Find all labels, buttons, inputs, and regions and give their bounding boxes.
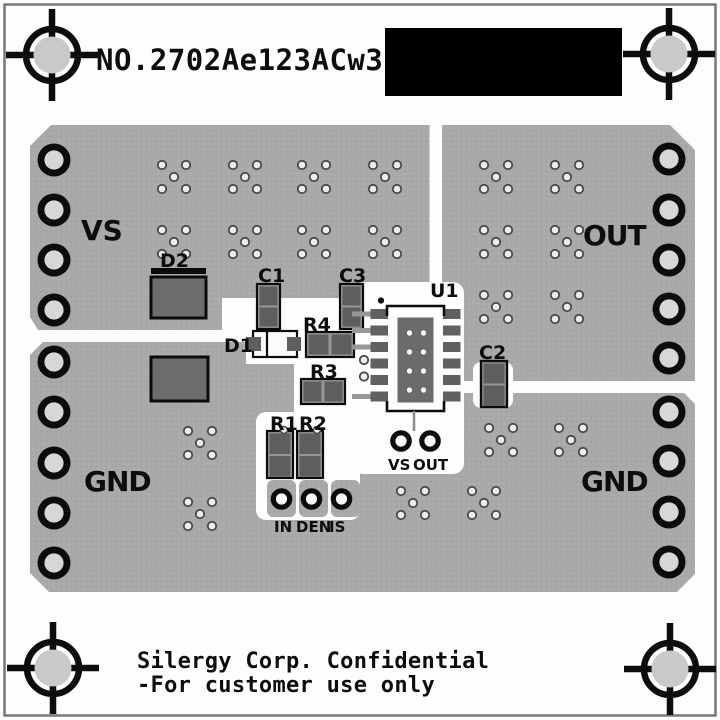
through-hole-pad	[37, 496, 71, 530]
testpoint-vs	[393, 433, 409, 449]
d2-cathode-bar	[151, 268, 206, 274]
tp-label-vs: VS	[388, 456, 410, 474]
through-hole-pad	[652, 495, 686, 529]
u1-outline	[385, 304, 446, 413]
through-hole-pad	[652, 341, 686, 375]
through-hole-pad	[652, 142, 686, 176]
through-hole-pad	[37, 345, 71, 379]
through-hole-pad	[37, 193, 71, 227]
fiducial-top-right	[623, 8, 715, 100]
region-label-out: OUT	[583, 219, 647, 252]
tp-label-out: OUT	[413, 456, 449, 474]
refdes-c1: C1	[258, 265, 285, 287]
u1-body-dots	[406, 330, 427, 393]
component-r4	[304, 330, 356, 359]
refdes-d2: D2	[160, 250, 189, 272]
refdes-r1: R1	[270, 413, 298, 435]
footer-line-1: Silergy Corp. Confidential	[137, 649, 489, 674]
through-hole-pad	[37, 143, 71, 177]
fiducial-top-left	[6, 9, 98, 101]
through-hole-pad	[652, 193, 686, 227]
trace-channel-right	[455, 381, 697, 393]
u1-pins	[370, 309, 461, 402]
testpoint-out	[422, 433, 438, 449]
testpoint-den	[303, 491, 319, 507]
component-d1	[246, 329, 301, 359]
component-d2	[149, 268, 210, 403]
d2-pad-bottom	[149, 355, 210, 403]
trace-channel-left	[28, 330, 258, 342]
refdes-r3: R3	[310, 361, 338, 383]
u1-body	[397, 317, 434, 403]
edge-pads-left	[37, 143, 71, 580]
through-hole-pad	[37, 243, 71, 277]
testpoint-in	[273, 491, 289, 507]
tp-label-den: DEN	[296, 518, 331, 536]
through-hole-pad	[652, 395, 686, 429]
fiducial-bottom-left	[7, 622, 99, 714]
u1-trace-stubs	[352, 311, 371, 399]
component-r1	[265, 425, 295, 480]
via	[279, 425, 289, 435]
component-c3	[338, 282, 365, 331]
via	[358, 354, 370, 366]
component-c2	[479, 359, 509, 409]
trace-channel-top	[429, 123, 442, 293]
through-hole-pad	[652, 292, 686, 326]
d2-pad-top	[149, 275, 208, 320]
refdes-c3: C3	[339, 265, 366, 287]
through-hole-pad	[652, 243, 686, 277]
board-number: NO.2702Ae123ACw3	[96, 43, 383, 77]
component-u1	[352, 297, 461, 431]
component-r2	[295, 425, 325, 480]
refdes-r4: R4	[303, 314, 331, 336]
refdes-r2: R2	[299, 413, 327, 435]
via	[358, 371, 370, 382]
page-border	[3, 3, 717, 717]
through-hole-pad	[652, 545, 686, 579]
refdes-c2: C2	[479, 342, 506, 364]
footer-line-2: -For customer use only	[137, 673, 435, 698]
through-hole-pad	[652, 444, 686, 478]
via	[312, 425, 322, 435]
region-label-gnd-right: GND	[581, 465, 648, 498]
through-hole-pad	[37, 446, 71, 480]
edge-pads-right	[652, 142, 686, 579]
testpoint-is	[333, 491, 349, 507]
refdes-d1: D1	[224, 335, 253, 357]
fiducial-bottom-right	[624, 623, 716, 715]
through-hole-pad	[37, 293, 71, 327]
through-hole-pad	[37, 395, 71, 429]
refdes-u1: U1	[430, 280, 459, 302]
through-hole-pad	[37, 546, 71, 580]
u1-pin1-dot	[377, 297, 385, 304]
region-label-gnd-left: GND	[84, 465, 151, 498]
redaction-block	[385, 28, 622, 96]
component-c1	[255, 282, 282, 331]
component-r3	[299, 377, 347, 406]
tp-label-is: IS	[329, 518, 345, 536]
region-label-vs: VS	[81, 214, 123, 247]
tp-label-in: IN	[274, 518, 292, 536]
